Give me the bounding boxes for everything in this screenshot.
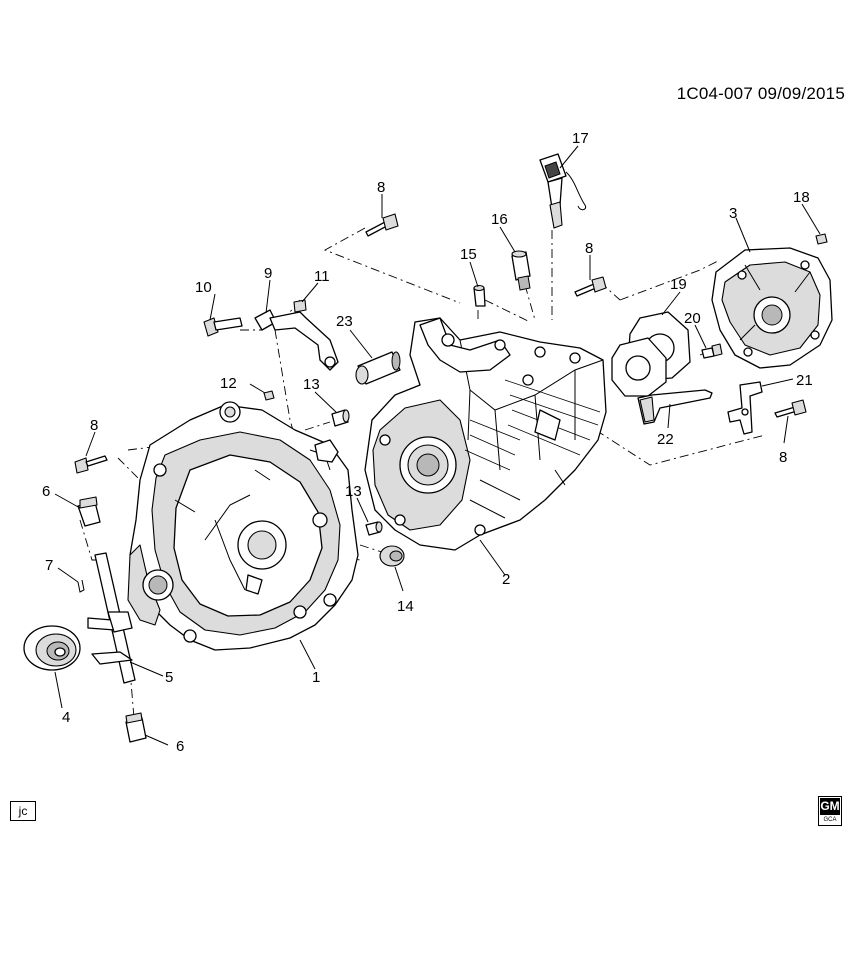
callout-4: 4 — [62, 709, 70, 726]
callout-21: 21 — [796, 372, 813, 389]
drain-plug — [263, 390, 275, 401]
callout-23: 23 — [336, 313, 353, 330]
callout-13b: 13 — [345, 483, 362, 500]
callout-labels: 1 2 3 4 5 6 6 7 8 8 8 8 8 9 10 11 12 13 … — [42, 130, 813, 755]
callout-12: 12 — [220, 375, 237, 392]
pivot-bolt — [203, 317, 243, 337]
callout-16: 16 — [491, 211, 508, 228]
callout-8d: 8 — [779, 449, 787, 466]
screw-18 — [815, 233, 828, 245]
document-id: 1C04-007 09/09/2015 — [676, 84, 845, 103]
clip — [77, 579, 85, 593]
callout-18: 18 — [793, 189, 810, 206]
callout-8c: 8 — [90, 417, 98, 434]
callout-7: 7 — [45, 557, 53, 574]
callout-8a: 8 — [377, 179, 385, 196]
small-nut — [293, 299, 307, 313]
bushing-upper — [77, 496, 101, 527]
dowel-pin-lower — [365, 521, 383, 536]
leader-lines — [54, 145, 821, 746]
gasket-pair — [611, 311, 691, 397]
callout-10: 10 — [195, 279, 212, 296]
backup-switch — [511, 250, 531, 291]
shield-22 — [637, 389, 713, 425]
speed-sensor — [539, 153, 587, 229]
callout-6a: 6 — [42, 483, 50, 500]
callout-5: 5 — [165, 669, 173, 686]
callout-22: 22 — [657, 431, 674, 448]
callout-11: 11 — [314, 268, 330, 285]
callout-13a: 13 — [303, 376, 320, 393]
gm-logo: GM GCA — [818, 796, 842, 826]
bolt-right — [774, 399, 807, 418]
callout-9: 9 — [264, 265, 272, 282]
callout-2: 2 — [502, 571, 510, 588]
transmission-case — [364, 317, 607, 551]
bushing-lower — [125, 712, 147, 743]
callout-17: 17 — [572, 130, 589, 147]
bolt-mid — [574, 276, 607, 297]
callout-6b: 6 — [176, 738, 184, 755]
shift-shaft — [87, 552, 136, 684]
gm-logo-text: GM — [820, 798, 840, 815]
gm-logo-subtext: GCA — [823, 817, 837, 823]
bell-housing — [127, 401, 359, 651]
clutch-fork — [254, 309, 339, 371]
bolt-left — [74, 455, 108, 474]
extension-housing — [711, 247, 833, 369]
sleeve-23 — [355, 351, 401, 385]
oil-seal — [379, 545, 405, 567]
callout-19: 19 — [670, 276, 687, 293]
callout-8b: 8 — [585, 240, 593, 257]
dowel-pin-upper — [331, 409, 350, 427]
bolt-top — [365, 213, 399, 237]
bolt-20 — [701, 343, 723, 359]
release-bearing — [23, 625, 81, 671]
jc-tag: jc — [10, 801, 36, 821]
callout-20: 20 — [684, 310, 701, 327]
callout-1: 1 — [312, 669, 320, 686]
callout-15: 15 — [460, 246, 477, 263]
bracket-21 — [727, 381, 763, 435]
sensor-plug — [473, 284, 486, 307]
callout-14: 14 — [397, 598, 414, 615]
callout-3: 3 — [729, 205, 737, 222]
